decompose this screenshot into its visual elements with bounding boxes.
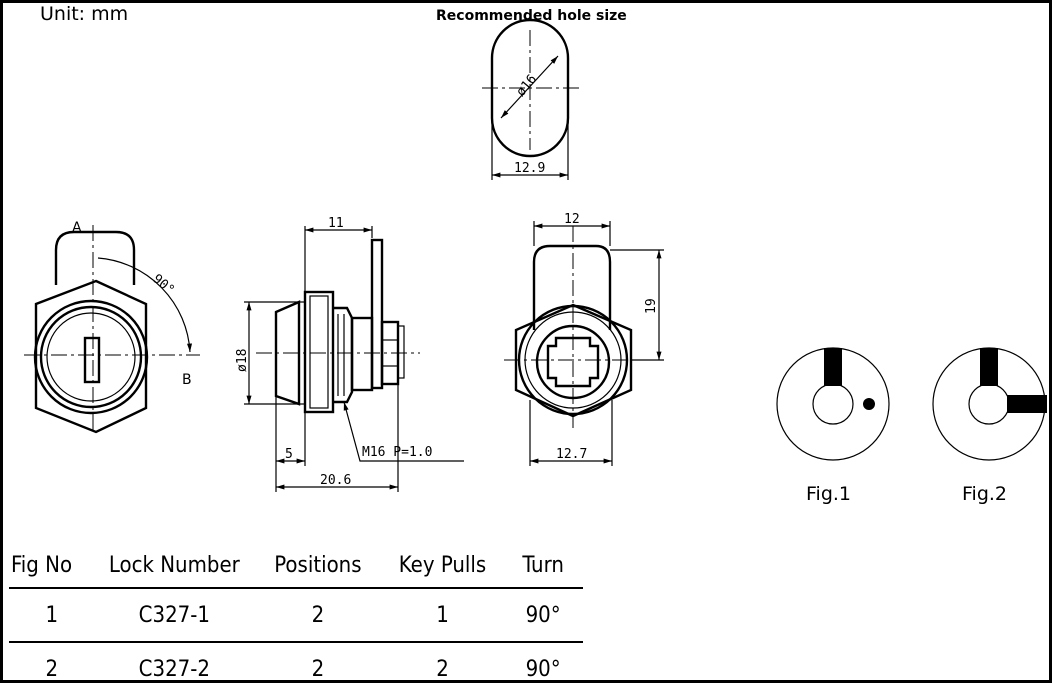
cell-key-pulls: 2 <box>436 657 449 682</box>
hole-width-label: 12.9 <box>514 161 545 176</box>
side-diameter-label: ø18 <box>235 349 250 372</box>
thread-label: M16 P=1.0 <box>362 445 432 460</box>
hole-diameter-dim <box>500 55 559 119</box>
rotation-arc <box>97 257 193 353</box>
rear-top-label: 12 <box>564 212 580 227</box>
side-view: 11 ø18 5 20.6 M16 P=1.0 <box>235 216 464 492</box>
cell-positions: 2 <box>311 657 325 682</box>
front-view: A B 90° <box>24 220 200 434</box>
thread-leader <box>343 401 464 462</box>
cell-lock-number: C327-2 <box>138 657 210 682</box>
cell-positions: 2 <box>254 588 382 643</box>
rear-bottom-label: 12.7 <box>556 447 587 462</box>
recommended-hole-view: Recommended hole size ø16 12.9 <box>436 8 627 180</box>
cell-key-pulls: 1 <box>381 588 504 643</box>
header-key-pulls: Key Pulls <box>381 543 504 589</box>
label-a: A <box>72 220 82 236</box>
fig2-label: Fig.2 <box>962 483 1007 505</box>
header-positions: Positions <box>254 543 382 589</box>
unit-label: Unit: mm <box>40 3 128 25</box>
rear-height-label: 19 <box>644 298 659 314</box>
fig2-diagram: Fig.2 <box>932 347 1047 505</box>
table-header-row: Fig No Lock Number Positions Key Pulls T… <box>9 543 583 589</box>
hole-diameter-label: ø16 <box>514 72 541 100</box>
header-turn: Turn <box>503 543 583 589</box>
header-lock-number: Lock Number <box>94 543 255 589</box>
lock-spec-table: Fig No Lock Number Positions Key Pulls T… <box>9 543 583 682</box>
fig1-label: Fig.1 <box>806 483 851 505</box>
technical-drawing: Unit: mm Recommended hole size ø16 12.9 … <box>24 3 1047 505</box>
label-b: B <box>182 372 192 388</box>
side-top-label: 11 <box>328 216 344 231</box>
cell-fig-no: 2 <box>45 657 59 682</box>
fig1-diagram: Fig.1 <box>776 347 890 505</box>
table-row: 2 C327-2 2 2 90° <box>9 642 583 682</box>
table-row: 1 C327-1 2 1 90° <box>9 588 583 643</box>
header-fig-no: Fig No <box>9 543 95 589</box>
hole-title: Recommended hole size <box>436 8 627 24</box>
cell-turn: 90° <box>525 657 561 682</box>
cell-turn: 90° <box>503 588 583 643</box>
rear-view: 12 19 12.7 <box>504 212 664 466</box>
side-flange-label: 5 <box>285 447 293 462</box>
cell-lock-number: C327-1 <box>94 588 255 643</box>
angle-label: 90° <box>149 272 177 299</box>
cell-fig-no: 1 <box>9 588 95 643</box>
side-length-label: 20.6 <box>320 473 351 488</box>
